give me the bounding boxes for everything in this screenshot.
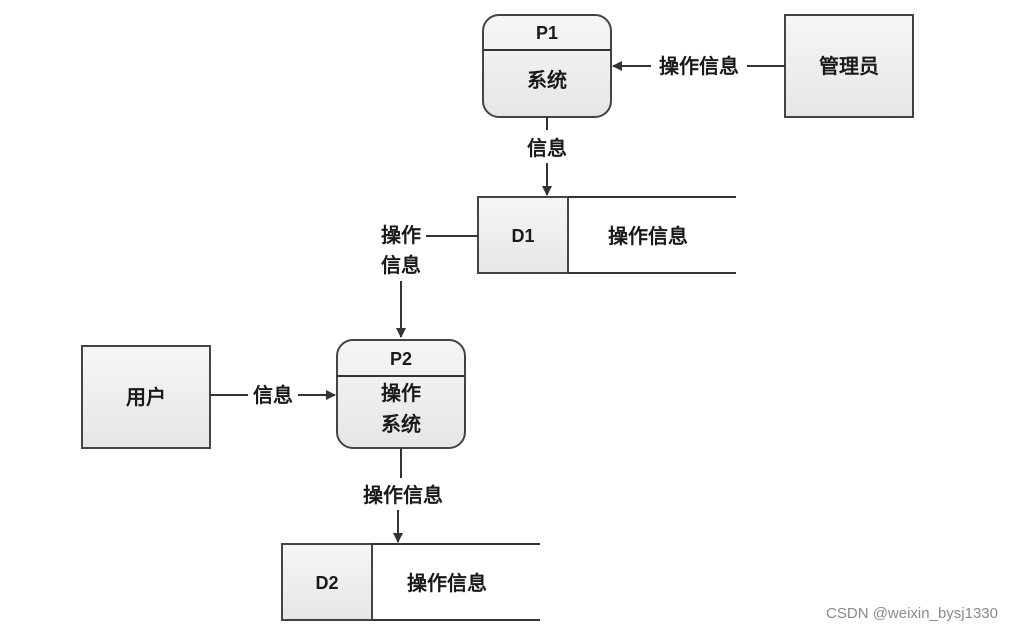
watermark: CSDN @weixin_bysj1330 xyxy=(826,605,998,622)
entity-admin: 管理员 xyxy=(784,14,914,118)
flow-p2-to-d2-label: 操作信息 xyxy=(363,483,443,507)
data-store-d1: D1 操作信息 xyxy=(477,196,736,274)
flow-admin-to-p1: 操作信息 xyxy=(612,54,785,78)
flow-d1-to-p2-label-line1: 操作 xyxy=(381,223,421,247)
flow-p1-to-d1: 信息 xyxy=(527,117,567,196)
process-p2-id: P2 xyxy=(390,349,412,369)
data-store-d1-id: D1 xyxy=(511,226,534,246)
process-p1: P1 系统 xyxy=(482,14,612,118)
process-p2: P2 操作 系统 xyxy=(336,339,466,449)
flow-user-to-p2: 信息 xyxy=(210,383,336,407)
process-p2-name-line2: 系统 xyxy=(381,412,421,436)
flow-admin-to-p1-label: 操作信息 xyxy=(659,54,739,78)
process-p1-name: 系统 xyxy=(527,68,567,92)
process-p2-name-line1: 操作 xyxy=(381,381,421,405)
flow-user-to-p2-label: 信息 xyxy=(253,383,293,407)
flow-p1-to-d1-label: 信息 xyxy=(527,136,567,160)
data-store-d2-id: D2 xyxy=(315,573,338,593)
data-store-d1-name: 操作信息 xyxy=(608,224,688,248)
entity-user-label: 用户 xyxy=(126,385,166,409)
entity-user: 用户 xyxy=(81,345,211,449)
flow-d1-to-p2: 操作 信息 xyxy=(381,223,478,338)
flow-p2-to-d2: 操作信息 xyxy=(363,448,443,543)
entity-admin-label: 管理员 xyxy=(819,54,879,78)
data-store-d2-name: 操作信息 xyxy=(407,571,487,595)
process-p1-id: P1 xyxy=(536,23,558,43)
flow-d1-to-p2-label-line2: 信息 xyxy=(381,253,421,277)
data-store-d2: D2 操作信息 xyxy=(281,543,540,621)
